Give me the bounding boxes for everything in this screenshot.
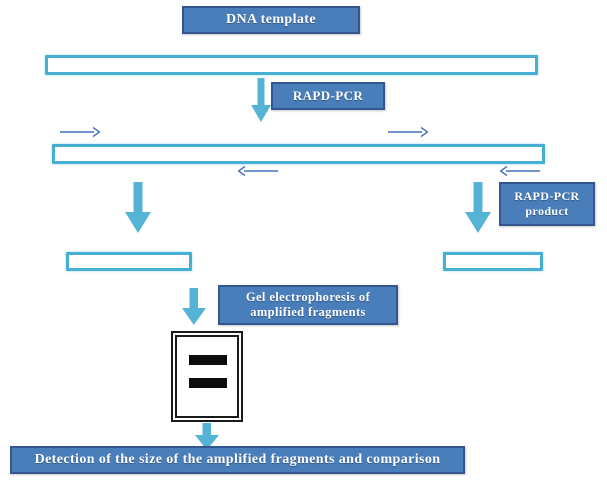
arrow-fragment-to-gel <box>182 288 206 325</box>
rapd-pcr-product-label-box: RAPD-PCR product <box>499 182 595 226</box>
reverse-primer-left-arrow <box>238 165 278 177</box>
dna-template-label-box: DNA template <box>182 6 360 34</box>
agarose-gel-result <box>171 331 243 422</box>
gel-band-upper <box>189 355 227 365</box>
gel-electrophoresis-line-1: Gel electrophoresis of <box>245 289 371 304</box>
dna-template-label-text: DNA template <box>226 12 316 28</box>
rapd-pcr-product-line-1: RAPD-PCR <box>514 189 580 204</box>
detection-label-text: Detection of the size of the amplified f… <box>34 452 441 468</box>
detection-label-box: Detection of the size of the amplified f… <box>10 446 465 474</box>
forward-primer-right-arrow <box>388 126 428 138</box>
arrow-strand-to-fragment-right <box>465 182 491 233</box>
forward-primer-left-arrow <box>60 126 100 138</box>
reverse-primer-right-arrow <box>500 165 540 177</box>
dna-template-strand-bar <box>45 55 538 75</box>
rapd-pcr-label-text: RAPD-PCR <box>292 88 364 104</box>
amplified-fragment-left-bar <box>66 252 192 271</box>
amplified-fragment-right-bar <box>443 252 543 271</box>
gel-electrophoresis-line-2: amplified fragments <box>250 305 366 319</box>
arrow-gel-to-detection <box>195 423 219 450</box>
gel-electrophoresis-label-box: Gel electrophoresis of amplified fragmen… <box>218 285 398 325</box>
gel-band-lower <box>189 378 227 388</box>
rapd-pcr-product-line-2: product <box>525 204 569 218</box>
arrow-strand-to-fragment-left <box>125 182 151 233</box>
primer-annealed-strand-bar <box>52 144 545 164</box>
arrow-template-to-pcr <box>251 78 271 122</box>
rapd-pcr-label-box: RAPD-PCR <box>271 82 385 110</box>
